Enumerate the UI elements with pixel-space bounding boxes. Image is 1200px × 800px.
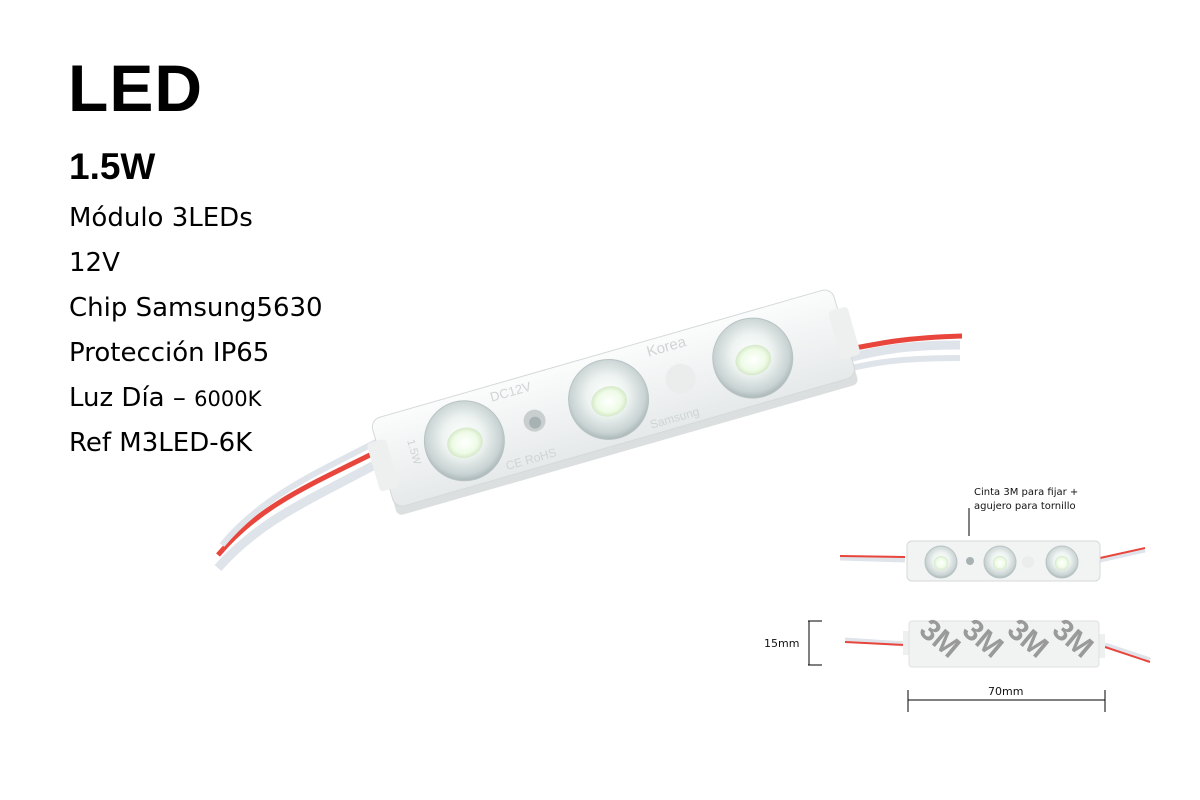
wires-small-back (844, 637, 1151, 663)
spec-module-text: Módulo 3LEDs (69, 203, 253, 233)
annotation-note: Cinta 3M para fijar + agujero para torni… (974, 486, 1078, 514)
annotation-line-2: agujero para tornillo (974, 501, 1076, 512)
led-module-small-top (906, 540, 1101, 582)
led-module-large: DC12V Korea Samsung CE RoHS 1.5W (367, 289, 860, 515)
spec-color-temp: Luz Día – 6000K (69, 378, 323, 423)
spec-voltage: 12V (69, 243, 323, 288)
spec-color-temp-value: 6000K (194, 387, 262, 411)
annotation-line-1: Cinta 3M para fijar + (974, 487, 1079, 498)
spec-color-temp-text: Luz Día – (69, 383, 195, 413)
width-label: 70mm (988, 685, 1024, 698)
width-dimension (907, 690, 1106, 712)
product-power: 1.5W (69, 146, 156, 187)
height-label: 15mm (764, 637, 800, 650)
wires-left (214, 437, 383, 571)
height-dimension (808, 620, 822, 666)
wires-small-top (839, 547, 1146, 563)
spec-protection-text: Protección IP65 (69, 338, 270, 368)
spec-protection: Protección IP65 (69, 333, 323, 378)
spec-chip: Chip Samsung5630 (69, 288, 323, 333)
spec-reference: Ref M3LED-6K (69, 423, 323, 468)
spec-list: Módulo 3LEDs 12V Chip Samsung5630 Protec… (69, 198, 323, 468)
led-module-small-back: 3M 3M 3M 3M (903, 613, 1105, 668)
product-title: LED (68, 51, 203, 125)
spec-module: Módulo 3LEDs (69, 198, 323, 243)
spec-chip-text: Chip Samsung5630 (69, 293, 323, 323)
spec-reference-text: Ref M3LED-6K (69, 428, 253, 458)
spec-voltage-text: 12V (69, 248, 120, 278)
